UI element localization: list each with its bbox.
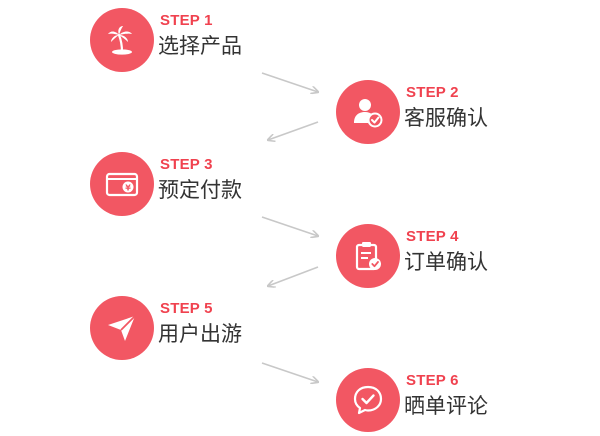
chat-check-icon — [353, 385, 383, 415]
arrow-3-4 — [261, 216, 318, 236]
arrow-4-5 — [268, 266, 319, 286]
step-1-title: 选择产品 — [158, 34, 242, 58]
step-3-title: 预定付款 — [158, 178, 242, 202]
step-4-circle — [336, 224, 400, 288]
step-1-label: STEP 1 — [160, 12, 213, 29]
step-1-circle — [90, 8, 154, 72]
step-5-circle — [90, 296, 154, 360]
step-6-label: STEP 6 — [406, 372, 459, 389]
step-6-circle — [336, 368, 400, 432]
svg-text:¥: ¥ — [125, 184, 131, 193]
arrow-1-2 — [261, 72, 318, 92]
step-6-title: 晒单评论 — [404, 394, 488, 418]
step-4-title: 订单确认 — [404, 250, 488, 274]
step-2-circle — [336, 80, 400, 144]
arrow-2-3 — [268, 121, 319, 140]
step-5-label: STEP 5 — [160, 300, 213, 317]
palm-island-icon — [108, 26, 132, 55]
arrow-5-6 — [261, 362, 318, 382]
step-2-title: 客服确认 — [404, 106, 488, 130]
clipboard-check-icon — [355, 242, 381, 271]
step-3-label: STEP 3 — [160, 156, 213, 173]
user-check-icon — [354, 99, 383, 128]
step-2-label: STEP 2 — [406, 84, 459, 101]
wallet-yen-icon: ¥ — [105, 172, 139, 197]
paper-plane-icon — [108, 315, 136, 341]
step-4-label: STEP 4 — [406, 228, 459, 245]
step-3-circle: ¥ — [90, 152, 154, 216]
step-5-title: 用户出游 — [158, 322, 242, 346]
